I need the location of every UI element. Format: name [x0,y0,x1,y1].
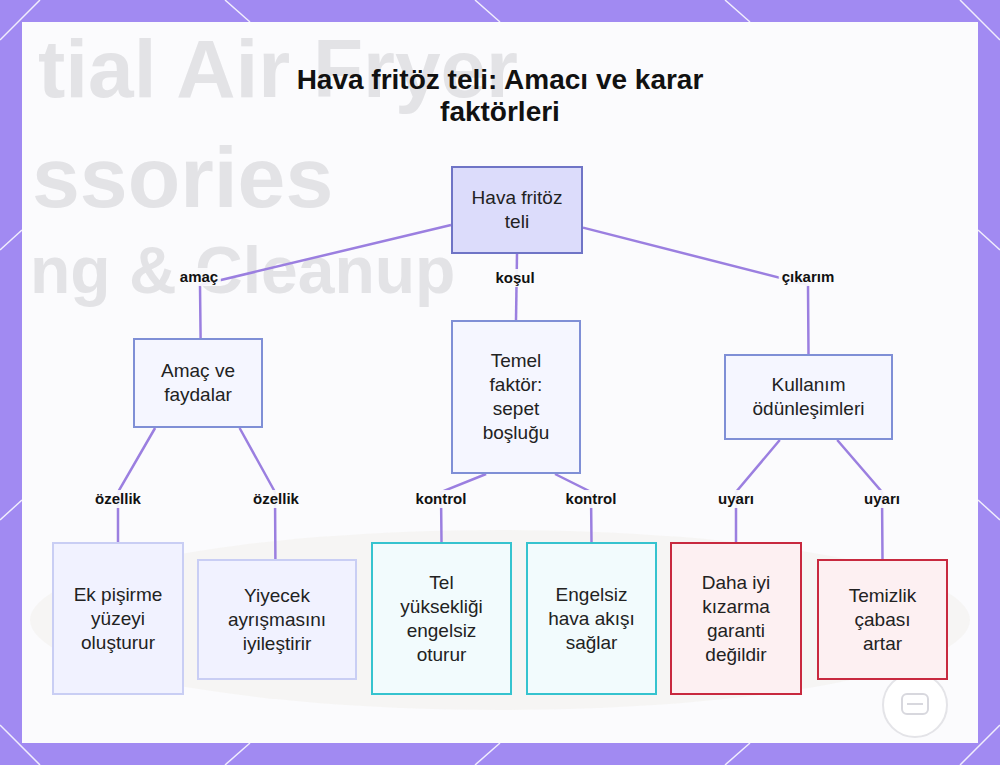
edge-label: uyarı [715,490,757,508]
node-label: Yiyecek ayrışmasını iyileştirir [215,584,339,656]
node-label: Amaç ve faydalar [151,359,245,407]
edge-label: kontrol [563,490,620,508]
benefit-box: Ek pişirme yüzeyi oluşturur [52,542,184,695]
connector-line [583,228,809,354]
edge-label: özellik [92,490,144,508]
category-box: Amaç ve faydalar [133,338,263,428]
node-label: Hava fritöz teli [469,186,565,234]
node-label: Temizlik çabası artar [835,584,930,656]
edge-label: özellik [250,490,302,508]
edge-label: amaç [177,268,221,286]
control-box: Tel yüksekliği engelsiz oturur [371,542,512,695]
node-label: Daha iyi kızarma garanti değildir [688,571,784,667]
category-box: Temel faktör: sepet boşluğu [451,320,581,474]
category-box: Kullanım ödünleşimleri [724,354,893,440]
connector-line [555,474,592,542]
corner-icon [883,673,947,737]
inner-panel [22,22,978,743]
connector-line [200,225,451,338]
node-label: Kullanım ödünleşimleri [742,373,875,421]
connector-line [516,254,517,320]
node-label: Engelsiz hava akışı sağlar [544,583,639,655]
edge-label: uyarı [861,490,903,508]
watermark-text: ng & Cleanup [30,232,455,308]
node-label: Tel yüksekliği engelsiz oturur [389,571,494,667]
connector-line [118,428,155,542]
warning-box: Daha iyi kızarma garanti değildir [670,542,802,695]
connector-line [441,474,486,542]
node-label: Ek pişirme yüzeyi oluşturur [70,583,166,655]
edge-label: koşul [492,269,537,287]
warning-box: Temizlik çabası artar [817,559,948,680]
node-label: Temel faktör: sepet boşluğu [469,349,563,445]
edge-label: çıkarım [779,268,838,286]
edge-label: kontrol [413,490,470,508]
faded-photo [30,530,970,710]
control-box: Engelsiz hava akışı sağlar [526,542,657,695]
root-box: Hava fritöz teli [451,166,583,254]
watermark-text: ssories [32,128,333,227]
benefit-box: Yiyecek ayrışmasını iyileştirir [197,559,357,680]
diagram-title: Hava fritöz teli: Amacı ve karar faktörl… [250,64,750,128]
